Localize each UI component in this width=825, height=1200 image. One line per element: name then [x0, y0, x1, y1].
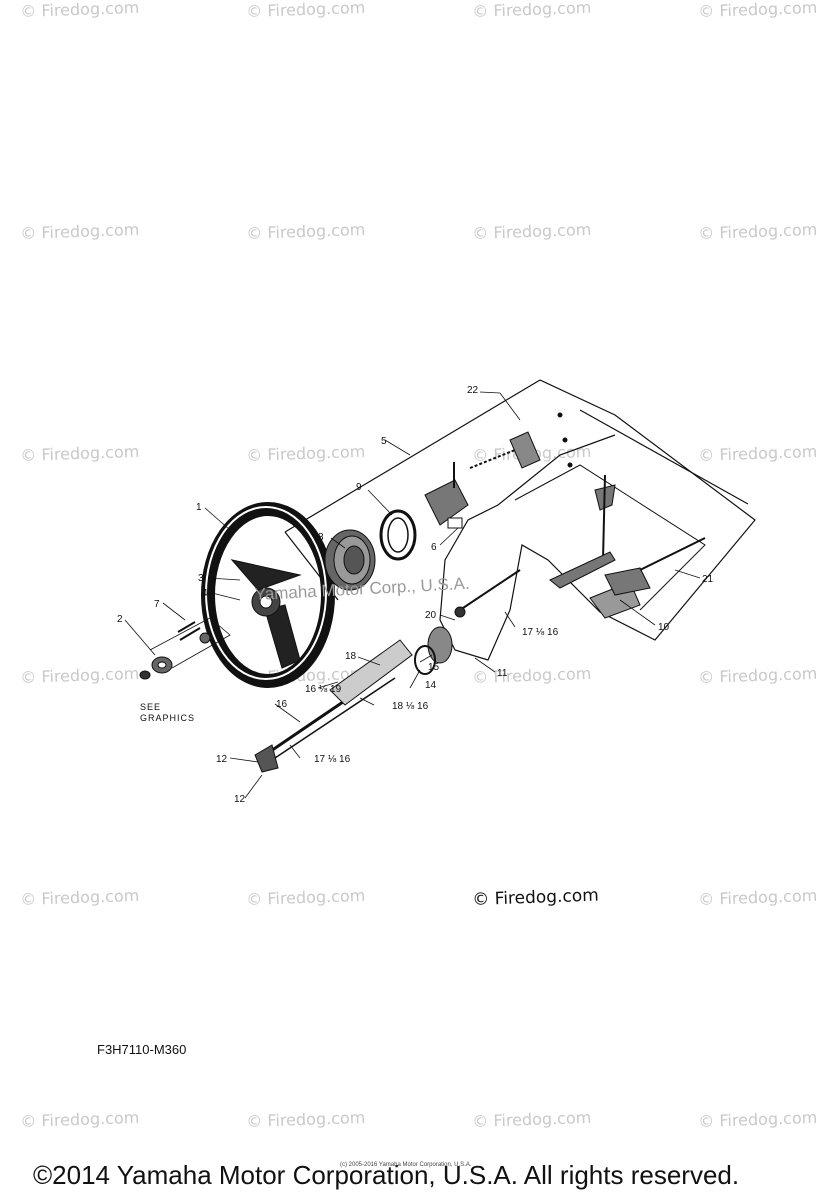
callout-14: 14 — [425, 680, 437, 691]
callout-12b: 12 — [234, 794, 246, 805]
callout-18-16: 18 ⅛ 16 — [392, 701, 429, 712]
copyright-notice: ©2014 Yamaha Motor Corporation, U.S.A. A… — [33, 1160, 740, 1190]
callout-17-16-b: 17 ⅛ 16 — [522, 627, 559, 638]
callout-10: 10 — [658, 622, 670, 633]
callout-18: 18 — [345, 651, 357, 662]
tiny-credit: (c) 2005-2016 Yamaha Motor Corporation, … — [340, 1162, 472, 1168]
horn-pad — [324, 529, 376, 591]
callout-11: 11 — [497, 668, 508, 679]
mount-plate — [509, 412, 573, 469]
callout-12a: 12 — [216, 754, 228, 765]
callout-22: 22 — [467, 385, 479, 396]
group-frame — [284, 379, 756, 661]
callout-16: 16 — [276, 699, 288, 710]
nut-washer — [139, 621, 211, 680]
callout-3: 3 — [198, 573, 204, 584]
callout-15: 15 — [428, 662, 440, 673]
callout-7: 7 — [154, 599, 160, 610]
diagram-code: F3H7110-M360 — [97, 1042, 187, 1057]
column-bracket — [549, 474, 706, 619]
callout-4: 4 — [202, 588, 208, 599]
callout-6: 6 — [431, 542, 437, 553]
callout-5: 5 — [381, 436, 387, 447]
callout-2: 2 — [117, 614, 123, 625]
see-graphics-label: GRAPHICS — [140, 713, 195, 723]
callout-17-16-a: 17 ⅛ 16 — [314, 754, 351, 765]
callout-8: 8 — [318, 532, 324, 543]
sub-frame — [514, 464, 706, 611]
callout-9: 9 — [356, 482, 362, 493]
ring-part — [379, 509, 417, 561]
hub-assembly — [424, 449, 516, 529]
steering-shaft — [254, 569, 521, 773]
callout-21: 21 — [702, 574, 714, 585]
callout-20: 20 — [425, 610, 437, 621]
callout-1: 1 — [196, 502, 202, 513]
steering-wheel — [201, 502, 335, 688]
callout-16-19: 16 ⅛ 19 — [305, 684, 342, 695]
see-graphics-label: SEE — [140, 702, 161, 712]
